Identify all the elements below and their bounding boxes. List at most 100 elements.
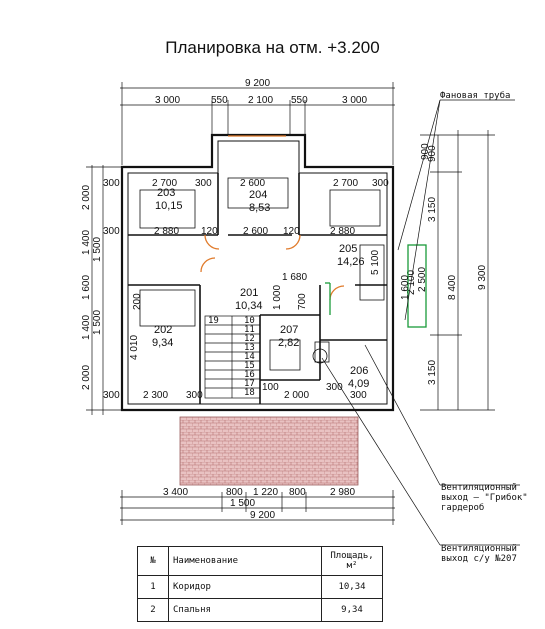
left-dimensions <box>86 165 125 415</box>
dim-int-16: 700 <box>297 293 308 310</box>
dim-right-total: 9 300 <box>477 265 488 290</box>
stair-step-15: 15 <box>244 361 255 371</box>
room-205-area: 14,26 <box>337 256 365 268</box>
dim-int-1: 2 700 <box>152 178 177 189</box>
room-203-area: 10,15 <box>155 200 183 212</box>
dim-int-24: 100 <box>262 382 279 393</box>
header-number: № <box>137 546 169 576</box>
dim-bottom-mid: 1 500 <box>230 498 255 509</box>
dim-bottom-total: 9 200 <box>250 510 275 521</box>
dim-int-6: 2 880 <box>330 226 355 237</box>
room-206-area: 4,09 <box>348 378 369 390</box>
stair-step-10: 10 <box>244 316 255 326</box>
row-name: Коридор <box>168 575 322 599</box>
dim-top-total: 9 200 <box>245 78 270 89</box>
dim-int-21: 300 <box>186 390 203 401</box>
dim-right-inner-2: 2 100 <box>406 270 417 295</box>
porch-roof <box>179 416 359 486</box>
furniture <box>139 177 385 371</box>
dim-left-4: 1 400 <box>81 315 92 340</box>
header-name: Наименование <box>168 546 322 576</box>
callout-pipe: Фановая труба <box>440 90 510 101</box>
stair-step-16: 16 <box>244 370 255 380</box>
stair-step-17: 17 <box>244 379 255 389</box>
dim-bottom-4: 800 <box>289 487 306 498</box>
row-area: 9,34 <box>321 598 383 622</box>
dim-int-20: 1 000 <box>272 285 283 310</box>
dim-int-12: 120 <box>201 226 218 237</box>
room-201-number: 201 <box>240 287 258 299</box>
callout-leaders <box>321 99 520 546</box>
dim-right-inner-1: 2 500 <box>417 267 428 292</box>
room-204-area: 8,53 <box>249 202 270 214</box>
dim-right-3: 8 400 <box>447 275 458 300</box>
stair-step-19: 19 <box>208 316 219 326</box>
top-dimensions <box>120 82 395 165</box>
dim-bottom-5: 2 980 <box>330 487 355 498</box>
row-area: 10,34 <box>321 575 383 599</box>
dim-bottom-1: 3 400 <box>163 487 188 498</box>
stair-step-13: 13 <box>244 343 255 353</box>
header-area: Площадь, м² <box>321 546 383 576</box>
row-name: Спальня <box>168 598 322 622</box>
dim-left-3: 1 600 <box>81 275 92 300</box>
dim-int-18: 2 000 <box>284 390 309 401</box>
dim-int-19: 2 300 <box>143 390 168 401</box>
dim-left-inner-2: 1 500 <box>92 310 103 335</box>
dim-int-23: 1 600 <box>400 275 411 300</box>
dim-int-9: 300 <box>372 178 389 189</box>
dim-int-4: 2 880 <box>154 226 179 237</box>
dim-int-13: 120 <box>283 226 300 237</box>
room-203-number: 203 <box>157 187 175 199</box>
door-swings <box>200 135 345 301</box>
table-header-row: № Наименование Площадь, м² <box>137 546 383 576</box>
dim-int-26: 300 <box>326 382 343 393</box>
bottom-dimensions <box>120 490 395 525</box>
dim-int-7: 300 <box>103 178 120 189</box>
dim-int-15: 300 <box>350 390 367 401</box>
plan-title: Планировка на отм. +3.200 <box>165 38 380 57</box>
dim-int-5: 2 600 <box>243 226 268 237</box>
room-204-number: 204 <box>249 189 267 201</box>
room-schedule-table: № Наименование Площадь, м² 1 Коридор 10,… <box>137 546 383 622</box>
dim-right-4: 3 150 <box>427 360 438 385</box>
interior-walls <box>128 173 387 404</box>
dim-left-inner-3: 4 010 <box>129 335 140 360</box>
row-number: 2 <box>137 598 169 622</box>
dim-left-1: 2 000 <box>81 185 92 210</box>
dim-top-5: 3 000 <box>342 95 367 106</box>
room-202-number: 202 <box>154 324 172 336</box>
room-202-area: 9,34 <box>152 337 173 349</box>
room-205-number: 205 <box>339 243 357 255</box>
dim-int-17: 200 <box>132 293 143 310</box>
stair-step-14: 14 <box>244 352 255 362</box>
dim-bottom-2: 800 <box>226 487 243 498</box>
dim-int-3: 2 700 <box>333 178 358 189</box>
stair-step-18: 18 <box>244 388 255 398</box>
dim-int-11: 300 <box>103 390 120 401</box>
table-row: 2 Спальня 9,34 <box>137 598 383 622</box>
dim-right-2: 3 150 <box>427 197 438 222</box>
row-number: 1 <box>137 575 169 599</box>
dim-right-1: 900 <box>427 145 438 162</box>
dim-int-22: 5 100 <box>370 250 381 275</box>
stair-step-11: 11 <box>244 325 255 335</box>
room-201-area: 10,34 <box>235 300 263 312</box>
staircase <box>204 315 261 399</box>
dim-left-inner-1: 1 500 <box>92 237 103 262</box>
callout-vent2: Вентиляционный выход с/у №207 <box>441 544 517 564</box>
dim-int-14: 1 680 <box>282 272 307 283</box>
dim-top-3: 2 100 <box>248 95 273 106</box>
callout-vent1: Вентиляционный выход – "Грибок" гардероб <box>441 483 528 513</box>
dim-int-2: 2 600 <box>240 178 265 189</box>
dim-int-8: 300 <box>195 178 212 189</box>
table-row: 1 Коридор 10,34 <box>137 575 383 599</box>
room-206-number: 206 <box>350 365 368 377</box>
dim-top-1: 3 000 <box>155 95 180 106</box>
dim-left-5: 2 000 <box>81 365 92 390</box>
room-207-number: 207 <box>280 324 298 336</box>
dim-int-10: 300 <box>103 226 120 237</box>
right-dimensions <box>420 130 495 411</box>
dim-top-2: 550 <box>211 95 228 106</box>
